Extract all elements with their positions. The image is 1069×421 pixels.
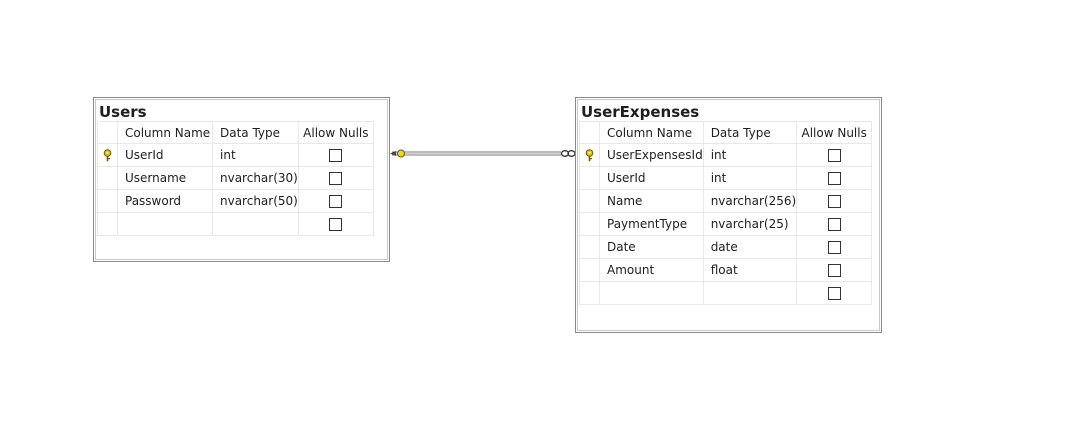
data-type-cell[interactable]: int [212,143,299,167]
column-name-cell[interactable] [117,212,213,236]
column-name-cell[interactable]: PaymentType [599,212,704,236]
header-column-name[interactable]: Column Name [599,121,704,144]
row-selector[interactable] [579,258,600,282]
allow-nulls-cell [297,212,374,236]
allow-nulls-cell [796,189,873,213]
header-data-type[interactable]: Data Type [702,121,798,144]
one-end-key-icon [390,149,405,158]
data-type-cell[interactable] [212,212,299,236]
row-selector[interactable] [97,189,118,213]
header-allow-nulls[interactable]: Allow Nulls [796,121,873,144]
column-row[interactable] [97,212,374,236]
column-name-cell[interactable]: Date [599,235,704,259]
allow-nulls-checkbox[interactable] [827,195,841,208]
data-type-cell[interactable]: int [702,166,798,190]
userexpenses-table-title: UserExpenses [581,103,700,121]
row-selector[interactable] [97,166,118,190]
allow-nulls-checkbox[interactable] [329,149,343,162]
allow-nulls-checkbox[interactable] [827,172,841,185]
row-selector[interactable] [579,143,600,167]
primary-key-icon [103,149,112,162]
data-type-cell[interactable]: nvarchar(50) [212,189,299,213]
allow-nulls-checkbox[interactable] [827,264,841,277]
primary-key-icon [585,149,594,162]
row-selector[interactable] [97,212,118,236]
users-table[interactable]: Users Column Name Data Type Allow Nulls … [93,97,390,262]
grid-header: Column Name Data Type Allow Nulls [97,121,374,144]
userexpenses-table[interactable]: UserExpenses Column Name Data Type Allow… [575,97,882,333]
row-selector[interactable] [97,143,118,167]
allow-nulls-checkbox[interactable] [827,149,841,162]
allow-nulls-cell [796,143,873,167]
allow-nulls-checkbox[interactable] [329,195,343,208]
column-name-cell[interactable] [599,281,704,305]
column-name-cell[interactable]: Name [599,189,704,213]
header-data-type[interactable]: Data Type [212,121,299,144]
header-allow-nulls[interactable]: Allow Nulls [297,121,374,144]
data-type-cell[interactable]: nvarchar(30) [212,166,299,190]
data-type-cell[interactable]: float [702,258,798,282]
row-selector[interactable] [579,189,600,213]
allow-nulls-cell [796,212,873,236]
grid-header: Column Name Data Type Allow Nulls [579,121,873,144]
users-table-title: Users [99,103,147,121]
data-type-cell[interactable]: nvarchar(256) [702,189,798,213]
allow-nulls-cell [796,166,873,190]
allow-nulls-cell [297,189,374,213]
allow-nulls-cell [297,143,374,167]
header-column-name[interactable]: Column Name [117,121,213,144]
allow-nulls-checkbox[interactable] [329,172,343,185]
column-name-cell[interactable]: Username [117,166,213,190]
allow-nulls-checkbox[interactable] [827,241,841,254]
column-name-cell[interactable]: UserId [599,166,704,190]
row-selector[interactable] [579,212,600,236]
allow-nulls-cell [796,281,873,305]
row-selector[interactable] [579,166,600,190]
row-selector-header[interactable] [579,121,600,144]
allow-nulls-cell [796,235,873,259]
data-type-cell[interactable]: int [702,143,798,167]
row-selector-header[interactable] [97,121,118,144]
allow-nulls-checkbox[interactable] [827,287,841,300]
data-type-cell[interactable]: nvarchar(25) [702,212,798,236]
column-name-cell[interactable]: UserId [117,143,213,167]
row-selector[interactable] [579,235,600,259]
data-type-cell[interactable] [702,281,798,305]
allow-nulls-cell [796,258,873,282]
row-selector[interactable] [579,281,600,305]
column-row[interactable] [579,281,873,305]
users-columns-grid: Column Name Data Type Allow Nulls UserId… [97,121,374,236]
allow-nulls-checkbox[interactable] [827,218,841,231]
column-name-cell[interactable]: UserExpensesId [599,143,704,167]
allow-nulls-cell [297,166,374,190]
data-type-cell[interactable]: date [702,235,798,259]
userexpenses-columns-grid: Column Name Data Type Allow Nulls UserEx… [579,121,873,305]
many-end-infinity-icon [560,150,576,157]
allow-nulls-checkbox[interactable] [329,218,343,231]
column-name-cell[interactable]: Amount [599,258,704,282]
column-name-cell[interactable]: Password [117,189,213,213]
